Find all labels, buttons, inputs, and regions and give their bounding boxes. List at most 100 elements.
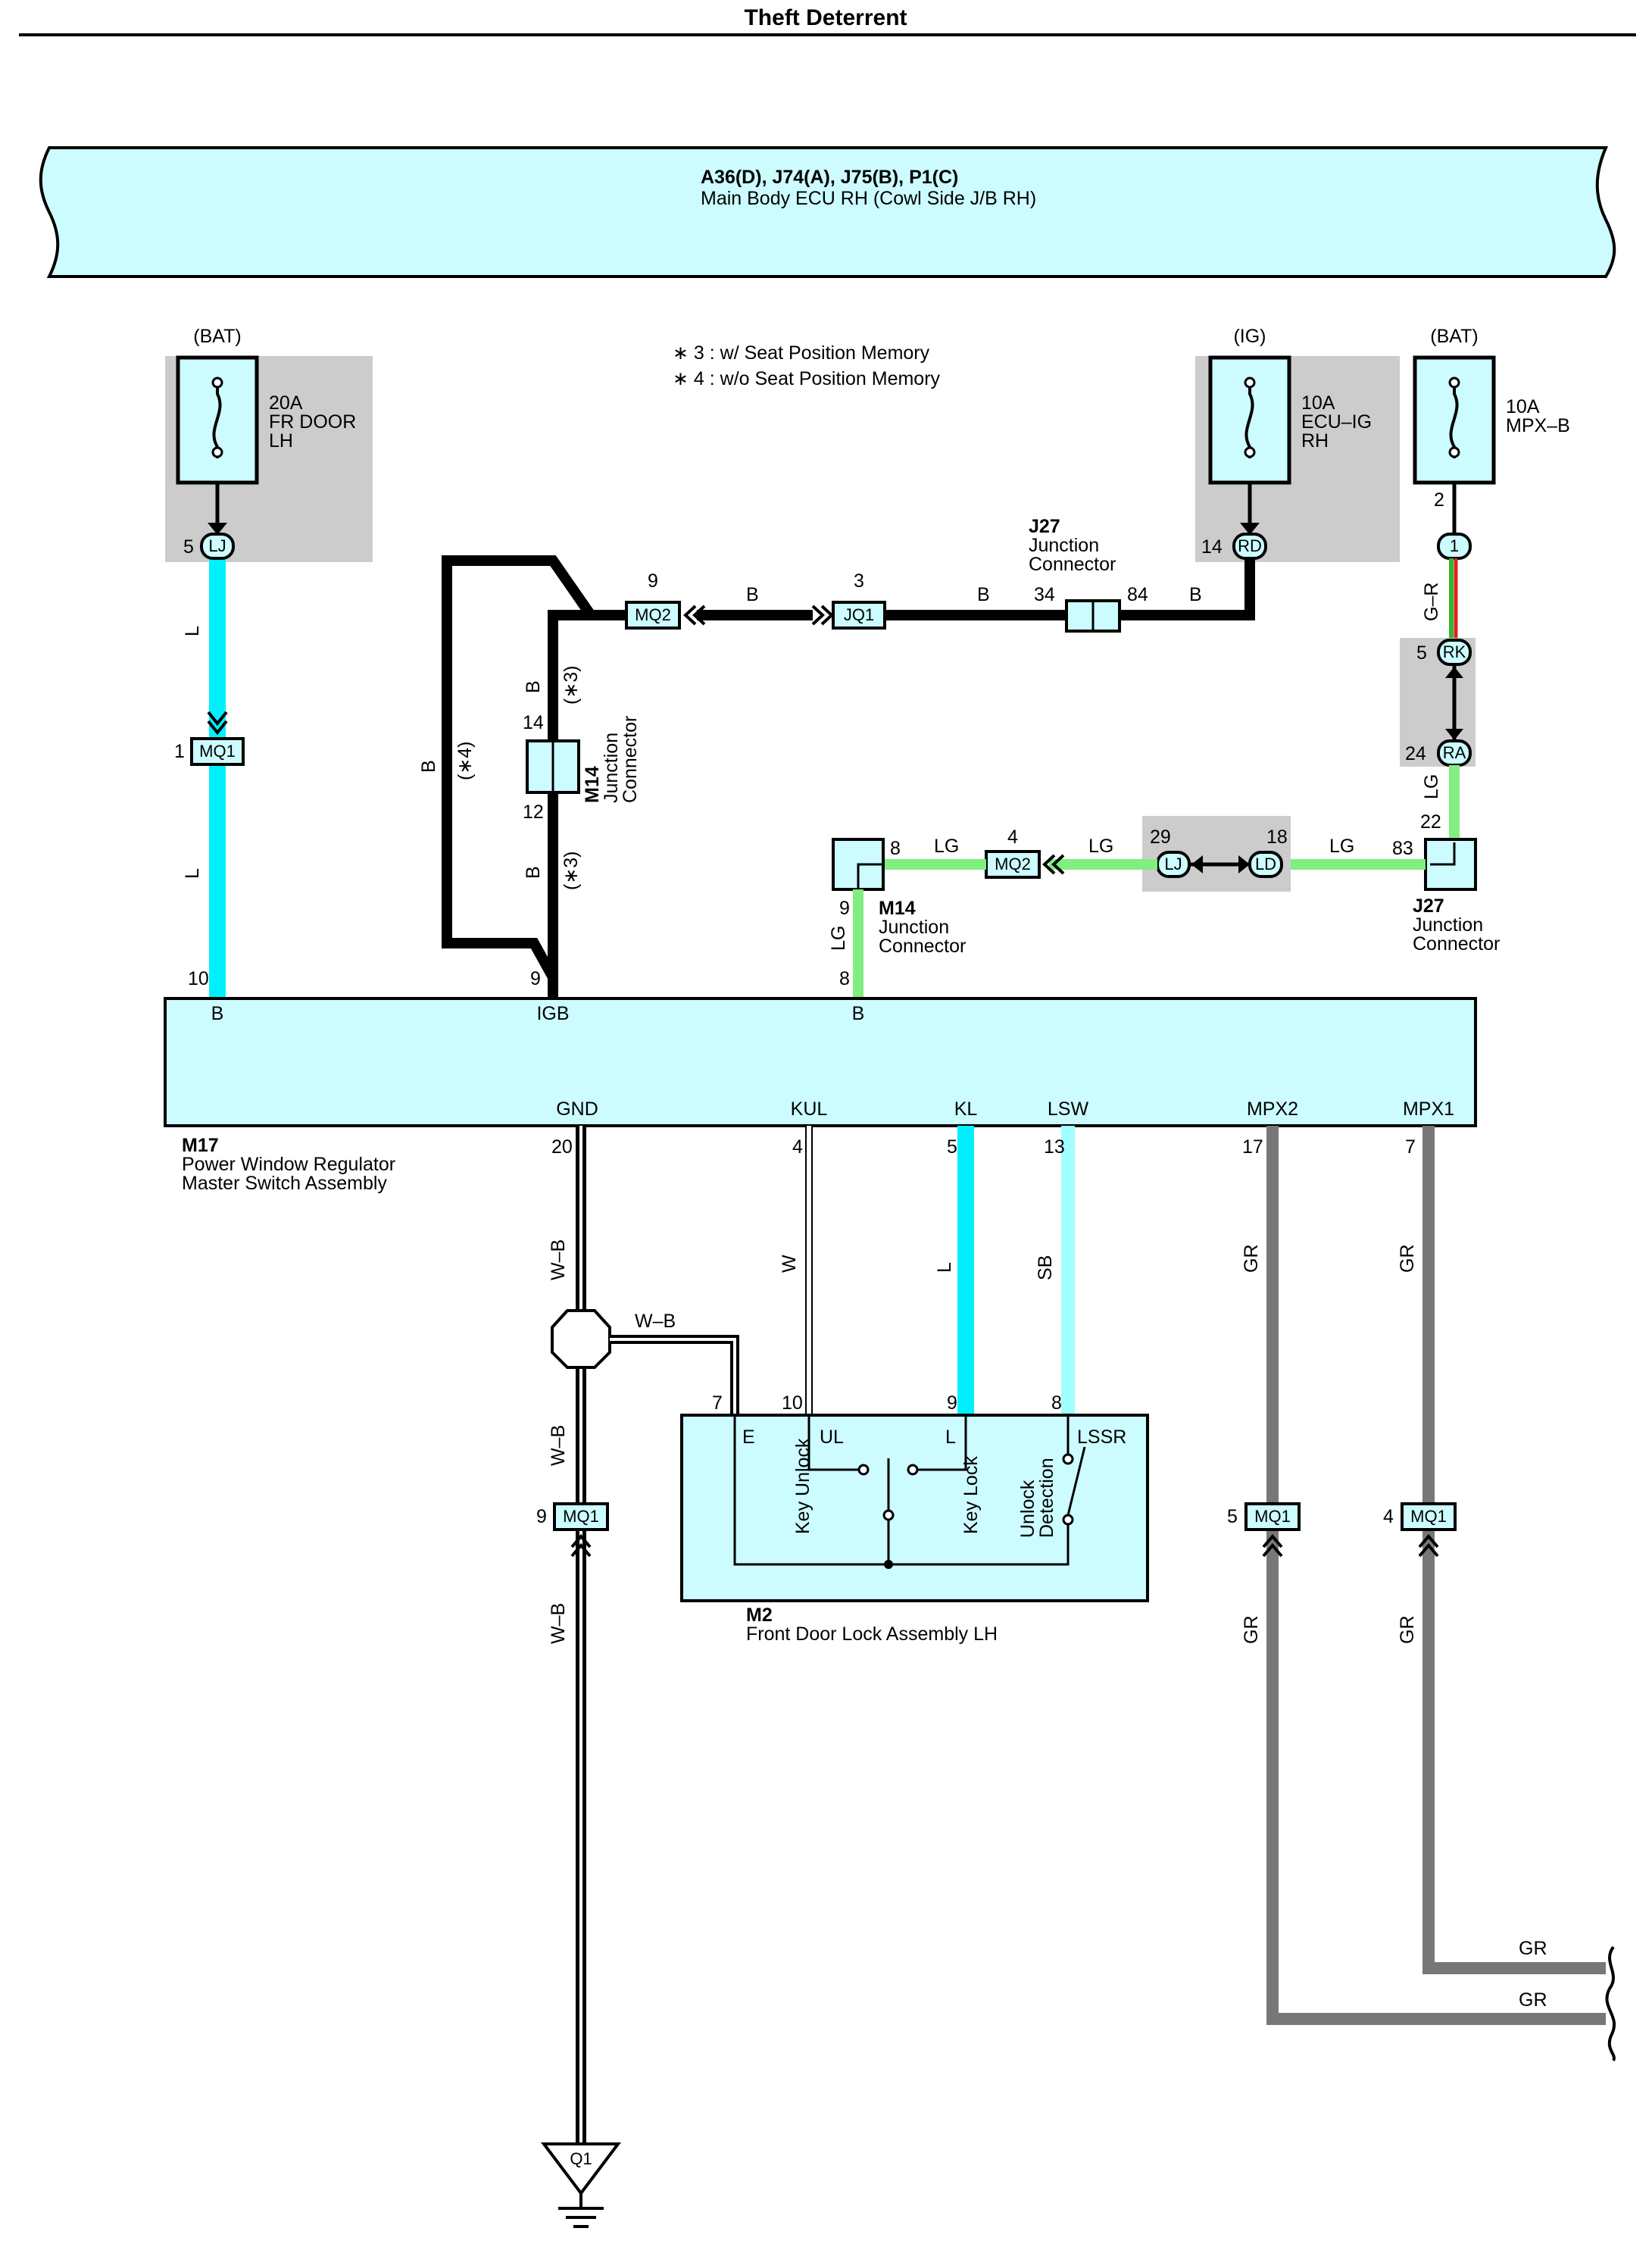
wire-color-label: W–B — [548, 1239, 569, 1280]
wire-color-label: LG — [934, 836, 959, 857]
j27-desc2: Connector — [1029, 554, 1116, 575]
fuse-terminal-icon — [1448, 446, 1460, 458]
wire-color-label: GR — [1241, 1616, 1262, 1645]
main-body-ecu-block[interactable] — [39, 146, 1616, 278]
m17-pin-b1: B — [211, 1003, 224, 1024]
continuation-break-icon — [1605, 1945, 1616, 2062]
wire-color-label: GR — [1519, 1989, 1547, 2011]
arrow-down-icon — [1240, 523, 1260, 535]
connector-jq1[interactable] — [832, 601, 886, 630]
pin-label: 14 — [1201, 536, 1223, 558]
m17-desc1: Power Window Regulator — [182, 1154, 395, 1175]
m14a-name: M14 — [582, 766, 603, 803]
pin-label: 9 — [947, 1392, 957, 1414]
splice-point[interactable] — [551, 1309, 611, 1369]
m14b-desc1: Junction — [879, 917, 949, 938]
pin-label: 24 — [1405, 743, 1426, 764]
chevron-down-icon — [207, 720, 228, 736]
pin-label: 83 — [1392, 838, 1413, 859]
mpx-name: MPX–B — [1506, 415, 1570, 436]
switch-contact-icon — [857, 1464, 870, 1476]
connector-mq1-gnd-label: MQ1 — [563, 1507, 599, 1526]
m17-pin-kl: KL — [954, 1098, 978, 1120]
m17-pin-mpx2: MPX2 — [1247, 1098, 1298, 1120]
wire-gr-mpx2 — [1266, 1126, 1606, 2025]
m17-desc2: Master Switch Assembly — [182, 1173, 387, 1194]
fuse-icon — [1449, 383, 1459, 458]
pin-label: 17 — [1242, 1136, 1263, 1158]
m17-pin-mpx1: MPX1 — [1403, 1098, 1454, 1120]
ecu-ig-rating: 10A — [1301, 392, 1335, 414]
note-star4: ∗ 4 : w/o Seat Position Memory — [673, 368, 941, 389]
m2-pin-e: E — [742, 1427, 755, 1448]
wire-gr-mpx1 — [1422, 1126, 1606, 1974]
connector-mq2-mid[interactable] — [985, 850, 1041, 879]
mpx-source: (BAT) — [1430, 326, 1478, 347]
m17-pin-kul: KUL — [791, 1098, 828, 1120]
chevron-down-icon — [207, 711, 228, 727]
connector-mq1-gnd[interactable] — [553, 1502, 609, 1531]
chevron-up-icon — [570, 1533, 592, 1548]
m2-pin-l: L — [945, 1427, 956, 1448]
star3-label: (∗3) — [561, 851, 582, 890]
wire-wb-branch-stripe — [610, 1338, 736, 1415]
wire-color-label: GR — [1519, 1938, 1547, 1959]
pin-label: 5 — [1416, 642, 1427, 664]
m14b-desc2: Connector — [879, 936, 966, 957]
wire-color-label: B — [1189, 584, 1202, 605]
pin-label: 5 — [183, 536, 194, 558]
chevron-right-icon — [820, 605, 834, 626]
ecu-connectors-label: A36(D), J74(A), J75(B), P1(C) — [701, 167, 958, 188]
connector-mq1-top[interactable] — [190, 737, 245, 766]
pin-label: 7 — [712, 1392, 723, 1414]
chevron-left-icon — [692, 605, 706, 626]
chevron-up-icon — [1262, 1533, 1283, 1548]
star4-label: (∗4) — [454, 741, 476, 780]
fuse-terminal-icon — [1244, 446, 1256, 458]
m2-det2: Detection — [1036, 1458, 1057, 1538]
connector-lj-mid-label: LJ — [1164, 855, 1182, 873]
wire-color-label: GR — [1241, 1245, 1262, 1273]
wire-color-label: GR — [1397, 1245, 1418, 1273]
connector-mpx-1-label: 1 — [1450, 536, 1459, 555]
m2-name: M2 — [746, 1605, 773, 1626]
m17-pin-b2: B — [852, 1003, 865, 1024]
pin-label: 7 — [1405, 1136, 1416, 1158]
junction-dot — [884, 1560, 893, 1569]
switch-contact-icon — [1062, 1514, 1074, 1526]
pin-label: 9 — [536, 1506, 547, 1527]
connector-lj-top[interactable] — [200, 533, 235, 560]
pin-label: 9 — [839, 898, 850, 919]
connector-mq1-mpx1[interactable] — [1401, 1502, 1457, 1531]
chevron-up-icon — [1262, 1542, 1283, 1558]
fr-door-side: LH — [269, 430, 293, 452]
connector-mq1-mpx1-label: MQ1 — [1410, 1507, 1447, 1526]
chevron-right-icon — [811, 605, 825, 626]
pin-label: 10 — [782, 1392, 803, 1414]
ecu-ig-source: (IG) — [1233, 326, 1266, 347]
wire-color-label: GR — [1397, 1616, 1418, 1645]
m2-pin-lssr: LSSR — [1077, 1427, 1126, 1448]
wire-color-label: LG — [1421, 774, 1442, 799]
chevron-up-icon — [1418, 1533, 1439, 1548]
pin-label: 5 — [947, 1136, 957, 1158]
fuse-terminal-icon — [1448, 377, 1460, 389]
wire-color-label: G–R — [1421, 583, 1442, 621]
j27b-desc2: Connector — [1413, 933, 1500, 955]
connector-mq1-mpx2[interactable] — [1244, 1502, 1301, 1531]
j27b-desc1: Junction — [1413, 914, 1483, 936]
m17-master-switch[interactable] — [164, 997, 1477, 1127]
chevron-up-icon — [570, 1542, 592, 1558]
m2-key-unlock: Key Unlock — [792, 1438, 814, 1534]
ground-q1[interactable] — [540, 2142, 622, 2196]
m2-internal-ground — [733, 1415, 1070, 1566]
wire-color-label: L — [934, 1262, 955, 1273]
wire-color-label: W–B — [635, 1311, 676, 1332]
wire-color-label: W–B — [548, 1425, 569, 1466]
wire-color-label: LG — [1329, 836, 1354, 857]
ground-q1-label: Q1 — [570, 2149, 592, 2168]
j27-name: J27 — [1029, 516, 1060, 537]
pin-label: 1 — [174, 741, 185, 762]
wire-color-label: L — [182, 626, 203, 636]
pin-label: 4 — [1007, 827, 1018, 848]
